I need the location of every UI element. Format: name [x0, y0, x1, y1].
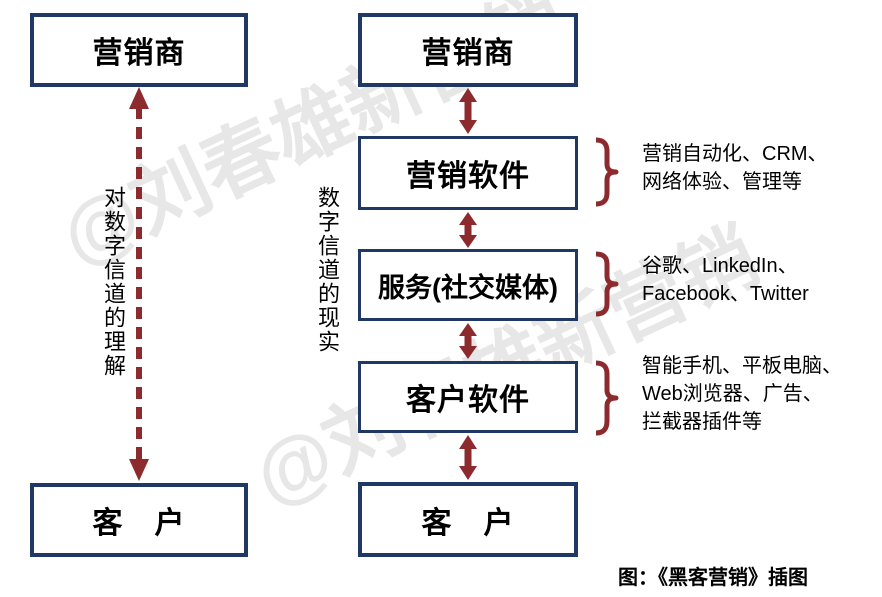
right-marketer-box: 营销商	[358, 13, 578, 87]
left-dashed-double-arrow	[129, 87, 149, 481]
left-customer-box: 客 户	[30, 483, 248, 557]
brace-marketing-software	[595, 137, 619, 207]
right-customer-label: 客 户	[421, 506, 515, 540]
left-marketer-label: 营销商	[92, 37, 186, 70]
double-arrow-client-customer	[459, 435, 477, 480]
service-social-media-box: 服务(社交媒体)	[358, 249, 578, 321]
double-arrow-service-client	[459, 323, 477, 359]
double-arrow-software-service	[459, 212, 477, 248]
figure-caption: 图：《黑客营销》插图	[618, 567, 808, 589]
service-social-media-label: 服务(社交媒体)	[378, 272, 558, 303]
brace-client-software	[595, 360, 619, 436]
right-axis-label: 数字信道的现实	[315, 186, 340, 354]
marketing-software-box: 营销软件	[358, 136, 578, 210]
brace-service-social-media	[595, 251, 619, 317]
left-customer-label: 客 户	[92, 507, 186, 540]
right-customer-box: 客 户	[358, 482, 578, 557]
left-axis-label: 对数字信道的理解	[101, 186, 126, 378]
double-arrow-marketer-software	[459, 88, 477, 134]
annotation-marketing-software: 营销自动化、CRM、 网络体验、管理等	[642, 143, 828, 193]
client-software-box: 客户软件	[358, 361, 578, 433]
client-software-label: 客户软件	[406, 384, 530, 417]
left-marketer-box: 营销商	[30, 13, 248, 87]
annotation-client-software: 智能手机、平板电脑、 Web浏览器、广告、 拦截器插件等	[642, 355, 842, 433]
annotation-service-social-media: 谷歌、LinkedIn、 Facebook、Twitter	[642, 255, 809, 305]
marketing-software-label: 营销软件	[406, 160, 530, 193]
right-marketer-label: 营销商	[421, 37, 515, 70]
